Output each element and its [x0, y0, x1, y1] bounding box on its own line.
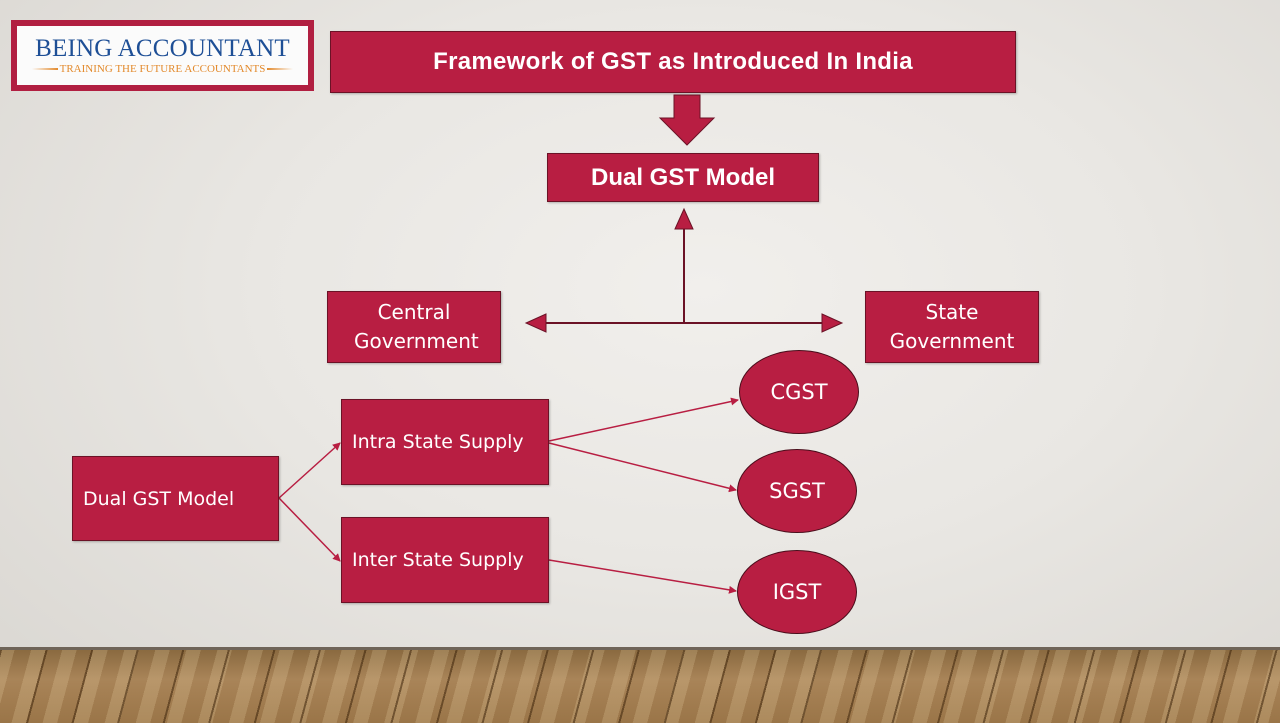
- slide-title: Framework of GST as Introduced In India: [330, 31, 1016, 93]
- intra-state-supply-box: Intra State Supply: [341, 399, 549, 485]
- inter-state-supply-box: Inter State Supply: [341, 517, 549, 603]
- igst-circle: IGST: [737, 550, 857, 634]
- logo-title: BEING ACCOUNTANT: [35, 35, 290, 62]
- logo-tagline: TRAINING THE FUTURE ACCOUNTANTS: [59, 63, 266, 75]
- arrow-dual-to-intra: [278, 442, 341, 499]
- down-arrow-icon: [658, 94, 716, 146]
- state-government-label: State Government: [889, 300, 1015, 353]
- arrow-intra-to-sgst: [548, 442, 737, 493]
- up-arrow-icon: [674, 207, 694, 322]
- arrow-intra-to-cgst: [548, 397, 739, 442]
- horizontal-double-arrow-icon: [524, 313, 844, 333]
- arrow-inter-to-igst: [548, 559, 737, 594]
- central-government-box: Central Government: [327, 291, 501, 363]
- dual-gst-model-top-box: Dual GST Model: [547, 153, 819, 202]
- wooden-floor-decoration: [0, 647, 1280, 723]
- logo-line-left: [31, 68, 58, 70]
- logo-line-right: [267, 68, 294, 70]
- state-government-box: State Government: [865, 291, 1039, 363]
- sgst-circle: SGST: [737, 449, 857, 533]
- arrow-dual-to-inter: [278, 497, 341, 562]
- dual-gst-model-left-box: Dual GST Model: [72, 456, 279, 541]
- cgst-circle: CGST: [739, 350, 859, 434]
- brand-logo: BEING ACCOUNTANT TRAINING THE FUTURE ACC…: [11, 20, 314, 91]
- logo-inner: BEING ACCOUNTANT TRAINING THE FUTURE ACC…: [17, 26, 308, 85]
- logo-tagline-row: TRAINING THE FUTURE ACCOUNTANTS: [31, 63, 294, 75]
- central-government-label: Central Government: [354, 300, 479, 353]
